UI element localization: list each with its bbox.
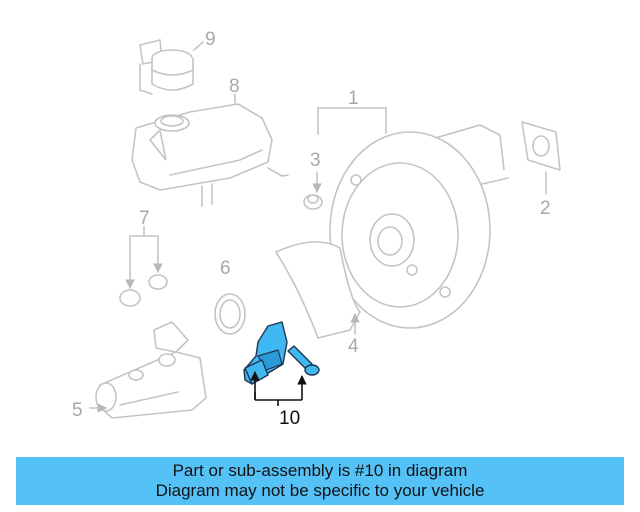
part-5-master-cylinder: 5 [72, 321, 207, 421]
callout-1: 1 [348, 88, 359, 109]
part-4-heat-shield: 4 [275, 241, 361, 357]
part-3-grommet: 3 [303, 150, 323, 210]
part-10-highlighted-assembly[interactable]: 10 [243, 321, 320, 429]
callout-5: 5 [72, 400, 83, 421]
callout-10: 10 [279, 408, 300, 429]
part-1-brake-booster: 1 [317, 88, 509, 329]
part-8-fluid-reservoir: 8 [131, 76, 289, 207]
part-7-seals: 7 [119, 208, 168, 307]
callout-2: 2 [540, 198, 551, 219]
callout-9: 9 [205, 29, 216, 50]
callout-6: 6 [220, 258, 231, 279]
info-banner: Part or sub-assembly is #10 in diagram D… [16, 457, 624, 505]
part-6-o-ring: 6 [214, 258, 246, 335]
banner-line-part: Part or sub-assembly is #10 in diagram [172, 461, 468, 480]
callout-8: 8 [229, 76, 240, 97]
callout-7: 7 [139, 208, 150, 229]
callout-3: 3 [310, 150, 321, 171]
callout-4: 4 [348, 336, 359, 357]
banner-line-disclaimer: Diagram may not be specific to your vehi… [155, 481, 485, 500]
part-9-reservoir-cap: 9 [139, 29, 216, 95]
part-2-gasket: 2 [521, 121, 561, 219]
